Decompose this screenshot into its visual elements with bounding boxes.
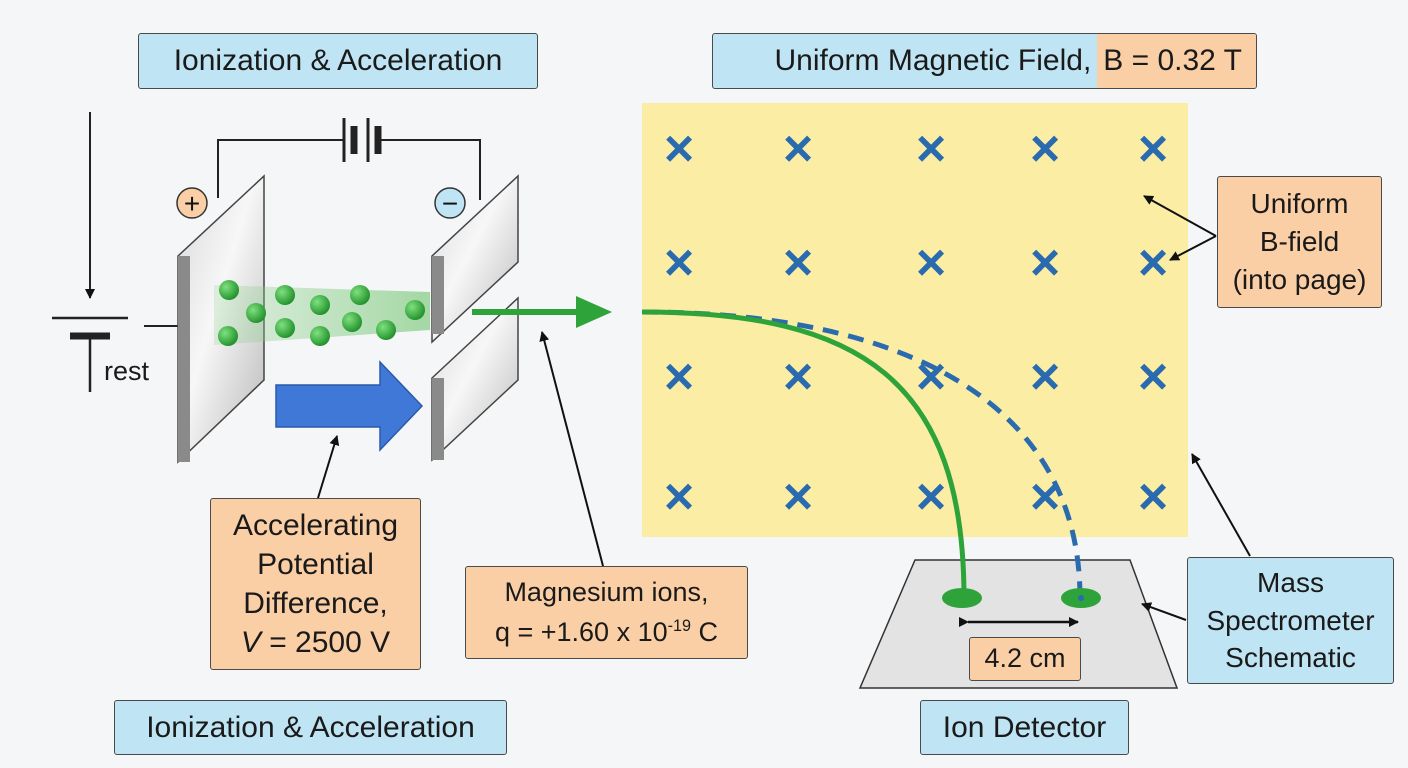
field-cross-icon: ×	[783, 120, 813, 178]
ground-symbol	[52, 112, 178, 392]
ions-charge-suffix: C	[691, 616, 719, 647]
field-cross-icon: ×	[916, 348, 946, 406]
ionization-title-bottom-text: Ionization & Acceleration	[146, 710, 475, 744]
battery-icon	[342, 118, 382, 162]
field-cross-icon: ×	[1030, 348, 1060, 406]
field-cross-icon: ×	[1030, 468, 1060, 526]
minus-terminal-icon	[434, 187, 466, 219]
potential-line1: Accelerating	[232, 509, 399, 542]
field-cross-icon: ×	[783, 234, 813, 292]
field-cross-icon: ×	[664, 348, 694, 406]
field-cross-icon: ×	[916, 234, 946, 292]
mass-spec-line1: Mass	[1257, 566, 1324, 598]
bfield-note: Uniform B-field (into page)	[1217, 176, 1382, 308]
field-cross-icon: ×	[783, 468, 813, 526]
rest-label: rest	[104, 356, 149, 387]
potential-variable: V	[240, 626, 261, 659]
magnesium-ions	[218, 280, 425, 346]
bfield-note-line1: Uniform	[1250, 188, 1349, 220]
circuit-wire-left	[217, 139, 344, 198]
ion-detector-text: Ion Detector	[942, 710, 1107, 744]
mass-spec-label: Mass Spectrometer Schematic	[1187, 557, 1394, 684]
bfield-note-line3: (into page)	[1232, 263, 1367, 295]
potential-line3: Difference,	[243, 587, 388, 620]
green-impact-spot	[942, 588, 982, 608]
field-cross-icon: ×	[1138, 348, 1168, 406]
ions-charge: q = +1.60 x 10-19 C	[495, 613, 718, 652]
ions-line1: Magnesium ions,	[504, 577, 709, 608]
ions-label: Magnesium ions, q = +1.60 x 10-19 C	[465, 566, 748, 659]
negative-plate	[431, 174, 519, 462]
field-cross-icon: ×	[916, 120, 946, 178]
ion-detector-label: Ion Detector	[920, 700, 1129, 755]
magnetic-field-title-text: Uniform Magnetic Field,	[774, 44, 1092, 78]
magnetic-field-value: B = 0.32 T	[1097, 34, 1256, 88]
light-ion-green-path	[641, 309, 967, 599]
exit-beam-arrowhead	[576, 296, 612, 328]
field-cross-icon: ×	[1138, 234, 1168, 292]
potential-line4: V = 2500 V	[241, 623, 390, 662]
field-cross-icon: ×	[916, 468, 946, 526]
ionization-title-bottom: Ionization & Acceleration	[114, 700, 507, 755]
field-cross-icon: ×	[1138, 120, 1168, 178]
field-cross-icon: ×	[664, 234, 694, 292]
potential-label: Accelerating Potential Difference, V = 2…	[210, 498, 421, 670]
bfield-note-line2: B-field	[1259, 226, 1340, 258]
field-cross-icon: ×	[1138, 468, 1168, 526]
potential-line2: Potential	[257, 548, 374, 581]
ionization-title-top-text: Ionization & Acceleration	[173, 44, 503, 78]
ions-charge-prefix: q = +1.60 x 10	[494, 616, 668, 647]
acceleration-arrow	[275, 360, 424, 452]
minus-sign: −	[442, 188, 458, 219]
field-cross-icon: ×	[1030, 120, 1060, 178]
magnetic-field-region	[642, 103, 1188, 537]
separation-label: 4.2 cm	[969, 637, 1081, 681]
field-cross-icon: ×	[783, 348, 813, 406]
rest-text: rest	[104, 356, 150, 386]
pointer-arrows	[317, 195, 1251, 621]
ions-charge-exponent: -19	[667, 616, 692, 635]
mass-spec-line3: Schematic	[1225, 642, 1356, 674]
field-cross-icon: ×	[664, 120, 694, 178]
circuit-wire-right	[380, 139, 481, 200]
potential-value: = 2500 V	[260, 626, 391, 659]
mass-spec-line2: Spectrometer	[1206, 604, 1375, 636]
magnetic-field-title: Uniform Magnetic Field, B = 0.32 T	[712, 33, 1257, 89]
ionization-title-top: Ionization & Acceleration	[138, 33, 538, 89]
field-cross-icon: ×	[664, 468, 694, 526]
plus-sign: +	[184, 188, 200, 219]
plus-terminal-icon	[176, 187, 208, 219]
separation-text: 4.2 cm	[984, 643, 1066, 674]
field-cross-icon: ×	[1030, 234, 1060, 292]
field-crosses: × × × × × × × × × × × × × × × × × × × ×	[664, 120, 1168, 526]
